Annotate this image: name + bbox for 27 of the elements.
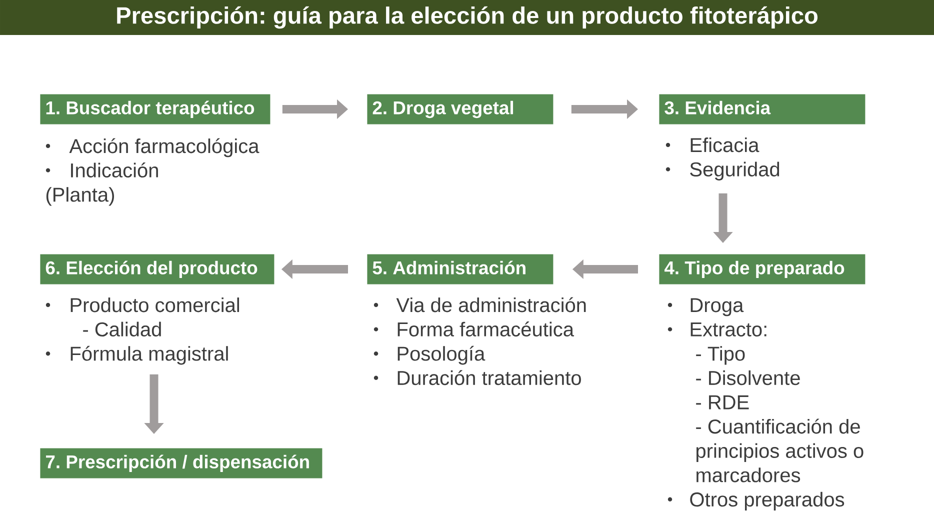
title-banner: Prescripción: guía para la elección de un producto fitoterápico — [0, 0, 934, 35]
list-item: Duración tratamiento — [398, 370, 581, 386]
step-box: 4. Tipo de preparado — [659, 254, 866, 284]
list-item: Seguridad — [690, 162, 780, 180]
step-box: 6. Elección del producto — [40, 254, 274, 284]
list-item: Producto comercial — [70, 298, 240, 312]
step-box: 1. Buscador terapéutico — [40, 94, 270, 124]
list-item: - Disolvente — [696, 370, 800, 386]
list-item: Via de administración — [396, 297, 586, 312]
list-item: Eficacia — [690, 138, 760, 152]
list-item: - RDE — [696, 395, 749, 410]
list-item: (Planta) — [46, 187, 114, 206]
step-box: 7. Prescripción / dispensación — [40, 448, 322, 478]
list-item: - Tipo — [696, 346, 745, 365]
list-item: Forma farmacéutica — [398, 322, 574, 336]
list-item: Otros preparados — [690, 492, 844, 511]
list-item: Posología — [398, 346, 486, 365]
list-item: Indicación — [71, 162, 158, 178]
step-box: 3. Evidencia — [659, 94, 866, 124]
list-item: Acción farmacológica — [69, 138, 260, 158]
list-item: - Cuantificación de principios activos o marcadores — [696, 418, 864, 482]
step-box: 5. Administración — [367, 254, 554, 284]
list-item: Fórmula magistral — [70, 346, 228, 365]
list-item: Extracto: — [690, 322, 766, 336]
list-item: Droga — [690, 298, 744, 316]
list-item: - Calidad — [83, 322, 161, 336]
step-box: 2. Droga vegetal — [367, 94, 554, 124]
